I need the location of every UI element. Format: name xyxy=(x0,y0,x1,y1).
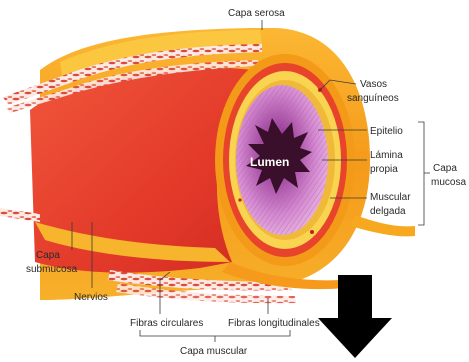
label-lamina: Lámina xyxy=(370,150,403,161)
label-sanguineos: sanguíneos xyxy=(347,93,399,104)
serosa-flange xyxy=(350,215,415,236)
label-epitelio: Epitelio xyxy=(370,126,403,137)
label-delgada: delgada xyxy=(370,206,406,217)
label-capa-submucosa-2: submucosa xyxy=(26,264,78,275)
label-capa-mucosa-1: Capa xyxy=(433,163,457,174)
lumen-label: Lumen xyxy=(250,155,289,169)
vessel-dot-2 xyxy=(310,230,314,234)
label-fibras-longitudinales: Fibras longitudinales xyxy=(228,318,320,329)
vessel-dot-3 xyxy=(238,198,241,201)
label-capa-serosa: Capa serosa xyxy=(228,8,285,19)
label-capa-mucosa-2: mucosa xyxy=(431,177,466,188)
label-fibras-circulares: Fibras circulares xyxy=(130,318,203,329)
label-nervios: Nervios xyxy=(74,292,108,303)
bracket-capa-muscular xyxy=(140,330,290,336)
label-capa-muscular: Capa muscular xyxy=(180,346,248,357)
label-vasos: Vasos xyxy=(360,79,387,90)
label-muscular: Muscular xyxy=(370,192,411,203)
label-capa-submucosa-1: Capa xyxy=(36,250,60,261)
bracket-capa-mucosa xyxy=(418,122,424,225)
label-propia: propia xyxy=(370,164,398,175)
